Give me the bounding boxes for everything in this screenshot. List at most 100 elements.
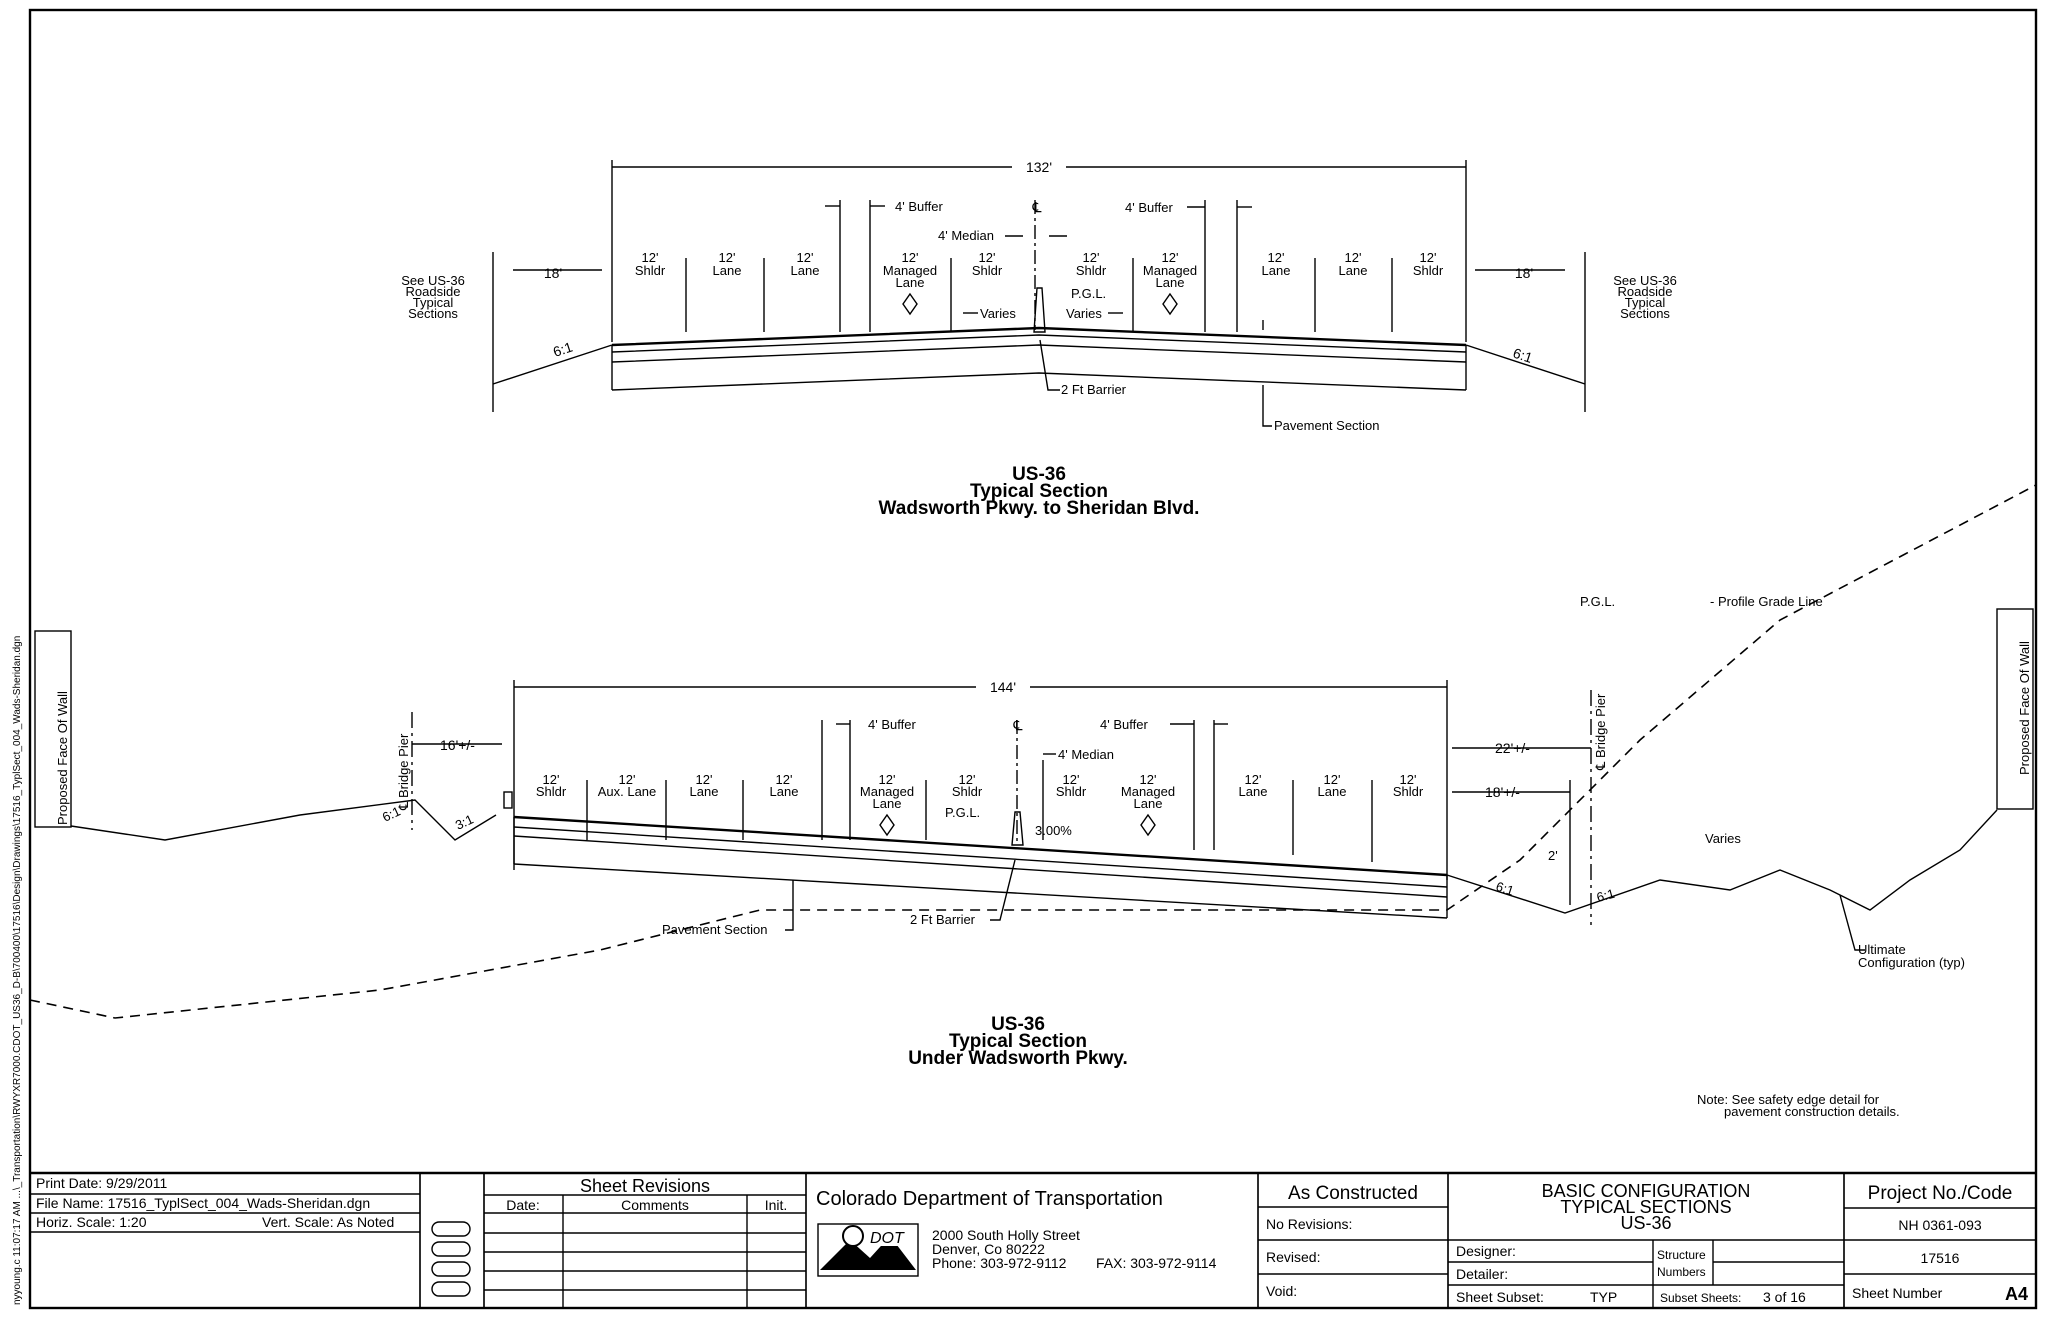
svg-text:Roadside: Roadside [406, 284, 461, 299]
lower-buffer-right: 4' Buffer [1100, 717, 1148, 732]
file-name: File Name: 17516_TyplSect_004_Wads-Sheri… [36, 1195, 370, 1211]
side-file-path: nyyoung.c 11:07:17 AM ...\_Transportatio… [12, 636, 23, 1305]
svg-text:12': 12' [979, 250, 996, 265]
sheet-title-3: US-36 [1620, 1213, 1671, 1233]
lower-right-offset-1: 22'+/- [1495, 740, 1530, 756]
upper-slope-right: 6:1 [1511, 345, 1535, 366]
svg-text:Shldr: Shldr [1076, 263, 1107, 278]
upper-buffer-right: 4' Buffer [1125, 200, 1173, 215]
upper-pavement: Pavement Section [1274, 418, 1380, 433]
svg-text:12': 12' [719, 250, 736, 265]
right-bridge-pier: ℄ Bridge Pier [1593, 693, 1608, 771]
svg-text:Shldr: Shldr [1393, 784, 1424, 799]
sheet-number-label: Sheet Number [1852, 1285, 1943, 1301]
sheet-revisions-title: Sheet Revisions [580, 1176, 710, 1196]
svg-text:See US-36: See US-36 [1613, 273, 1677, 288]
svg-text:Shldr: Shldr [1056, 784, 1087, 799]
upper-lane-labels: 12'Shldr 12'Lane 12'Lane 12'ManagedLane … [635, 250, 1444, 290]
revision-oval [431, 1241, 471, 1257]
svg-text:12': 12' [1245, 772, 1262, 787]
svg-text:12': 12' [619, 772, 636, 787]
svg-text:12': 12' [959, 772, 976, 787]
subset-sheets-value: 3 of 16 [1763, 1289, 1806, 1305]
upper-varies-right: Varies [1066, 306, 1102, 321]
svg-text:12': 12' [1400, 772, 1417, 787]
numbers-label: Numbers [1657, 1265, 1706, 1279]
svg-text:12': 12' [797, 250, 814, 265]
agency-name: Colorado Department of Transportation [816, 1188, 1163, 1210]
address-1: 2000 South Holly Street [932, 1227, 1080, 1243]
svg-text:12': 12' [1345, 250, 1362, 265]
svg-text:12': 12' [902, 250, 919, 265]
left-bridge-pier: ℄ Bridge Pier [396, 733, 411, 811]
project-label: Project No./Code [1868, 1183, 2013, 1204]
upper-barrier: 2 Ft Barrier [1061, 382, 1127, 397]
designer: Designer: [1456, 1243, 1516, 1259]
svg-text:Lane: Lane [791, 263, 820, 278]
address-2: Denver, Co 80222 [932, 1241, 1045, 1257]
right-wall-label: Proposed Face Of Wall [2017, 641, 2032, 775]
upper-centerline: ℄ [1032, 199, 1042, 215]
svg-text:Sections: Sections [408, 306, 458, 321]
svg-text:Lane: Lane [1318, 784, 1347, 799]
upper-see-right-note: See US-36 Roadside Typical Sections [1613, 273, 1677, 321]
revision-oval [431, 1221, 471, 1237]
lower-barrier: 2 Ft Barrier [910, 912, 976, 927]
sheet-number: A4 [2005, 1284, 2028, 1304]
lower-overall-dim: 144' [990, 679, 1016, 695]
lower-right-offset-2: 18'+/- [1485, 784, 1520, 800]
revised: Revised: [1266, 1249, 1320, 1265]
lower-slope-a: 6:1 [380, 803, 403, 824]
lower-title-1: US-36 [991, 1014, 1045, 1035]
svg-text:12': 12' [1140, 772, 1157, 787]
svg-text:Managed: Managed [1143, 263, 1197, 278]
phone: Phone: 303-972-9112 [932, 1255, 1067, 1271]
svg-text:Roadside: Roadside [1618, 284, 1673, 299]
upper-right-outer-dim: 18' [1515, 265, 1533, 281]
svg-text:Managed: Managed [883, 263, 937, 278]
svg-text:Lane: Lane [1262, 263, 1291, 278]
lower-pgl-legend: P.G.L. [1580, 594, 1615, 609]
managed-lane-diamond [1162, 292, 1178, 316]
svg-text:Lane: Lane [1134, 796, 1163, 811]
svg-text:Lane: Lane [770, 784, 799, 799]
rev-init-header: Init. [765, 1197, 788, 1213]
svg-text:Lane: Lane [1239, 784, 1268, 799]
subset-sheets-label: Subset Sheets: [1660, 1291, 1741, 1305]
upper-title-2: Typical Section [970, 481, 1108, 502]
lower-left-offset: 16'+/- [440, 737, 475, 753]
svg-text:Managed: Managed [860, 784, 914, 799]
void: Void: [1266, 1283, 1297, 1299]
structure-label: Structure [1657, 1248, 1706, 1262]
upper-pgl: P.G.L. [1071, 286, 1106, 301]
svg-text:Shldr: Shldr [536, 784, 567, 799]
title-block: Print Date: 9/29/2011 File Name: 17516_T… [29, 1172, 2037, 1309]
lower-title-3: Under Wadsworth Pkwy. [908, 1048, 1128, 1069]
lower-pgl: P.G.L. [945, 805, 980, 820]
svg-text:DOT: DOT [870, 1230, 905, 1247]
svg-text:Shldr: Shldr [952, 784, 983, 799]
lower-slope-b: 3:1 [453, 811, 476, 832]
svg-text:12': 12' [1063, 772, 1080, 787]
svg-text:Lane: Lane [713, 263, 742, 278]
svg-text:Typical: Typical [1625, 295, 1666, 310]
lower-ultimate-2: Configuration (typ) [1858, 955, 1965, 970]
rev-comments-header: Comments [621, 1197, 689, 1213]
managed-lane-diamond [902, 292, 918, 316]
upper-buffer-left: 4' Buffer [895, 199, 943, 214]
upper-median: 4' Median [938, 228, 994, 243]
lower-ultimate-1: Ultimate [1858, 942, 1906, 957]
safety-note-2: pavement construction details. [1724, 1104, 1900, 1119]
sheet-subset-value: TYP [1590, 1289, 1617, 1305]
svg-text:12': 12' [696, 772, 713, 787]
lower-two-ft: 2' [1548, 848, 1558, 863]
safety-note-1: Note: See safety edge detail for [1697, 1092, 1880, 1107]
upper-overall-dim: 132' [1026, 159, 1052, 175]
svg-text:Lane: Lane [873, 796, 902, 811]
svg-text:12': 12' [543, 772, 560, 787]
lower-centerline: ℄ [1013, 717, 1023, 733]
project-code: 17516 [1921, 1250, 1960, 1266]
no-revisions: No Revisions: [1266, 1216, 1352, 1232]
svg-text:Lane: Lane [1156, 275, 1185, 290]
svg-text:Lane: Lane [1339, 263, 1368, 278]
